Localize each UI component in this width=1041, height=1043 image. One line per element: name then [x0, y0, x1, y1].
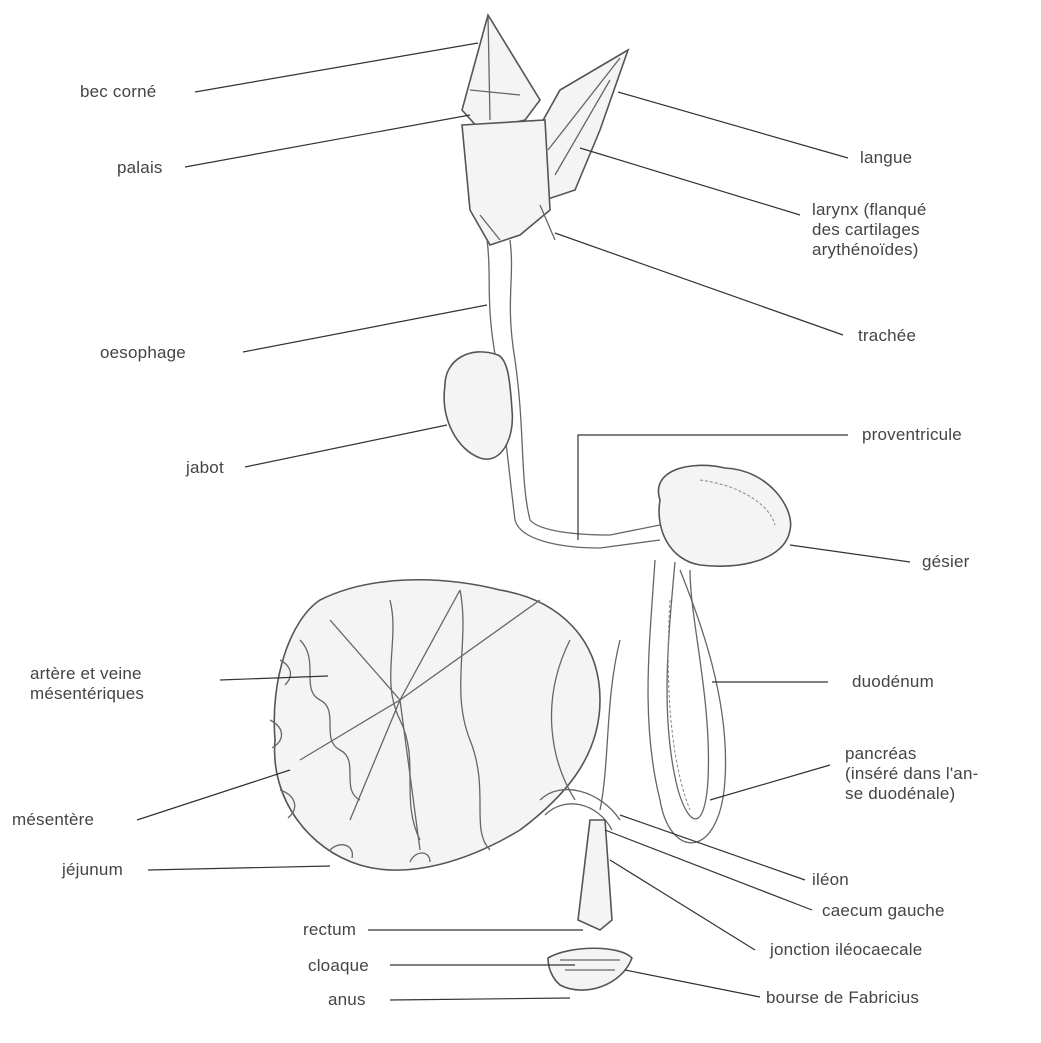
label-bourse: bourse de Fabricius	[766, 988, 919, 1008]
palate-shape	[462, 120, 550, 245]
label-palais: palais	[117, 158, 163, 178]
beak-upper	[462, 15, 540, 130]
label-pancreas-line2: (inséré dans l'an-	[845, 764, 1035, 784]
label-larynx-line1: larynx (flanqué	[812, 200, 1012, 220]
label-gesier: gésier	[922, 552, 970, 572]
crop	[444, 352, 512, 459]
label-jejunum: jéjunum	[62, 860, 123, 880]
cloaca	[548, 948, 632, 990]
label-larynx-line2: des cartilages	[812, 220, 1012, 240]
label-ileon: iléon	[812, 870, 849, 890]
label-larynx-line3: arythénoïdes)	[812, 240, 1012, 260]
label-oesophage: oesophage	[100, 343, 186, 363]
label-anus: anus	[328, 990, 366, 1010]
label-rectum: rectum	[303, 920, 356, 940]
label-artere-veine: artère et veine mésentériques	[30, 664, 220, 704]
label-pancreas: pancréas (inséré dans l'an- se duodénale…	[845, 744, 1035, 804]
label-duodenum: duodénum	[852, 672, 934, 692]
label-cloaque: cloaque	[308, 956, 369, 976]
label-langue: langue	[860, 148, 912, 168]
label-proventricule: proventricule	[862, 425, 962, 445]
label-larynx: larynx (flanqué des cartilages arythénoï…	[812, 200, 1012, 260]
label-artere-line1: artère et veine	[30, 664, 220, 684]
label-pancreas-line1: pancréas	[845, 744, 1035, 764]
label-caecum: caecum gauche	[822, 901, 945, 921]
label-mesentere: mésentère	[12, 810, 94, 830]
label-pancreas-line3: se duodénale)	[845, 784, 1035, 804]
esophagus	[487, 240, 660, 548]
label-jabot: jabot	[186, 458, 224, 478]
label-bec-corne: bec corné	[80, 82, 156, 102]
label-trachee: trachée	[858, 326, 916, 346]
rectum	[578, 820, 612, 930]
label-artere-line2: mésentériques	[30, 684, 220, 704]
label-jonction: jonction iléocaecale	[770, 940, 922, 960]
